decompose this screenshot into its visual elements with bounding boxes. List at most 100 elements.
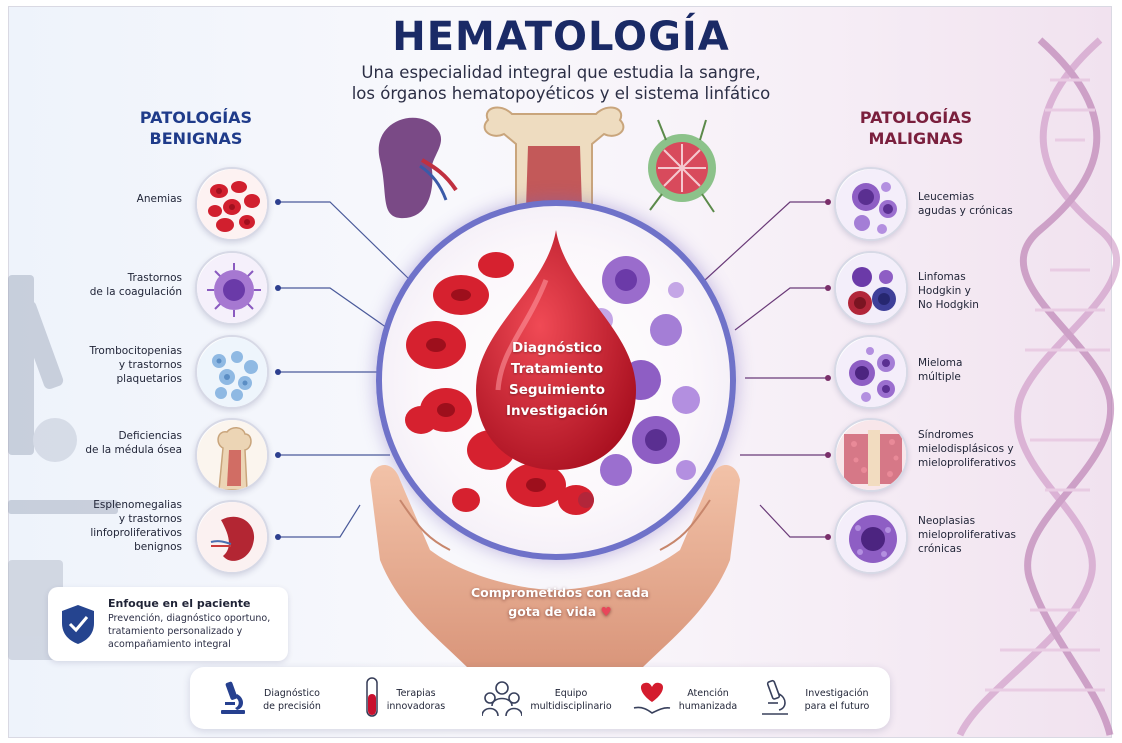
label-line: de la coagulación [89, 286, 182, 298]
label-line: múltiple [918, 371, 961, 383]
red-blood-cells-icon [195, 167, 269, 241]
service-line: innovadoras [386, 701, 446, 712]
test-tube-icon [366, 677, 378, 717]
service-label: Terapias innovadoras [376, 687, 456, 713]
label-line: Deficiencias [118, 430, 182, 442]
microscope-icon [221, 681, 245, 714]
service-label: Atención humanizada [668, 687, 748, 713]
research-microscope-icon [762, 679, 788, 715]
label-line: de la médula ósea [85, 444, 182, 456]
kidney-icon [378, 117, 458, 219]
shield-check-icon [62, 605, 94, 644]
myeloma-cells-icon [834, 335, 908, 409]
commitment-text: Comprometidos con cada gota de vida ♥ [440, 583, 680, 621]
benign-item-label: Trastornos de la coagulación [32, 271, 182, 299]
label-line: Leucemias [918, 191, 975, 203]
label-line: mielodisplásicos y [918, 443, 1014, 455]
service-line: Atención [687, 688, 729, 699]
drop-line: Diagnóstico [512, 340, 602, 356]
benign-item-label: Deficiencias de la médula ósea [32, 429, 182, 457]
service-line: multidisciplinario [530, 701, 612, 712]
service-label: Equipo multidisciplinario [516, 687, 626, 713]
service-line: Equipo [554, 688, 588, 699]
commit-line: gota de vida ♥ [440, 602, 680, 621]
label-line: linfoproliferativos [90, 527, 182, 539]
label-line: No Hodgkin [918, 299, 979, 311]
patient-line: tratamiento personalizado y [108, 626, 243, 637]
malignant-item-label: Linfomas Hodgkin y No Hodgkin [918, 270, 1068, 312]
label-line: Neoplasias [918, 515, 976, 527]
label-line: y trastornos [118, 359, 182, 371]
page-subtitle: Una especialidad integral que estudia la… [0, 62, 1122, 104]
benign-item-label: Trombocitopenias y trastornos plaquetari… [32, 344, 182, 386]
service-line: Terapias [396, 688, 436, 699]
service-label: Investigación para el futuro [792, 687, 882, 713]
bone-marrow-icon [195, 418, 269, 492]
label-line: plaquetarios [116, 373, 182, 385]
service-line: de precisión [263, 701, 321, 712]
label-line: Síndromes [918, 429, 974, 441]
label-line: crónicas [918, 543, 962, 555]
label-line: agudas y crónicas [918, 205, 1013, 217]
spleen-icon [195, 500, 269, 574]
label-line: benignos [134, 541, 182, 553]
commit-line-text: gota de vida [508, 604, 597, 619]
label-line: y trastornos [118, 513, 182, 525]
hands-illustration [370, 465, 740, 670]
label-line: Anemias [136, 193, 182, 205]
right-hand-icon [555, 465, 740, 670]
blood-drop-icon [476, 230, 636, 470]
patient-focus-text: Prevención, diagnóstico oportuno, tratam… [108, 612, 288, 651]
benign-item-label: Anemias [32, 192, 182, 206]
platelet-cell-icon [195, 251, 269, 325]
neoplasm-cell-icon [834, 500, 908, 574]
benign-item-label: Esplenomegalias y trastornos linfoprolif… [32, 498, 182, 554]
service-line: humanizada [678, 701, 738, 712]
drop-line: Tratamiento [510, 361, 604, 377]
team-icon [482, 681, 522, 717]
service-line: Diagnóstico [264, 688, 320, 699]
patient-line: acompañamiento integral [108, 639, 231, 650]
label-line: Hodgkin y [918, 285, 971, 297]
left-hand-icon [370, 465, 555, 670]
service-line: Investigación [805, 688, 869, 699]
drop-line: Seguimiento [509, 382, 605, 398]
label-line: Trastornos [127, 272, 182, 284]
heart-icon: ♥ [600, 604, 612, 619]
commit-line: Comprometidos con cada [470, 585, 650, 600]
blood-drop-text: Diagnóstico Tratamiento Seguimiento Inve… [452, 338, 662, 422]
heart-hand-icon [633, 682, 671, 714]
dna-helix-icon [956, 37, 1120, 737]
leukemia-cells-icon [834, 167, 908, 241]
bone-marrow-syndrome-icon [834, 418, 908, 492]
lymph-node-icon [648, 119, 716, 213]
malignant-item-label: Leucemias agudas y crónicas [918, 190, 1068, 218]
subtitle-line: Una especialidad integral que estudia la… [361, 63, 761, 82]
malignant-heading-line: PATOLOGÍAS [859, 108, 973, 127]
blood-cells-illustration [405, 230, 700, 515]
organ-illustrations [378, 106, 716, 219]
malignant-item-label: Síndromes mielodisplásicos y mieloprolif… [918, 428, 1068, 470]
drop-line: Investigación [506, 403, 608, 419]
malignant-item-label: Neoplasias mieloproliferativas crónicas [918, 514, 1068, 556]
label-line: Linfomas [918, 271, 966, 283]
label-line: mieloproliferativas [918, 529, 1017, 541]
malignant-heading-line: MALIGNAS [868, 129, 964, 148]
benign-heading-line: BENIGNAS [149, 129, 243, 148]
label-line: Mieloma [918, 357, 963, 369]
malignant-item-label: Mieloma múltiple [918, 356, 1068, 384]
benign-heading-line: PATOLOGÍAS [139, 108, 253, 127]
subtitle-line: los órganos hematopoyéticos y el sistema… [351, 84, 771, 103]
label-line: Esplenomegalias [93, 499, 182, 511]
patient-focus-title: Enfoque en el paciente [108, 597, 251, 610]
malignant-heading: PATOLOGÍAS MALIGNAS [816, 107, 1016, 149]
patient-line: Prevención, diagnóstico oportuno, [108, 613, 271, 624]
service-line: para el futuro [804, 701, 870, 712]
page-title: HEMATOLOGÍA [392, 14, 730, 60]
benign-heading: PATOLOGÍAS BENIGNAS [96, 107, 296, 149]
bone-icon [483, 106, 625, 211]
lymphoma-cells-icon [834, 251, 908, 325]
service-label: Diagnóstico de precisión [252, 687, 332, 713]
